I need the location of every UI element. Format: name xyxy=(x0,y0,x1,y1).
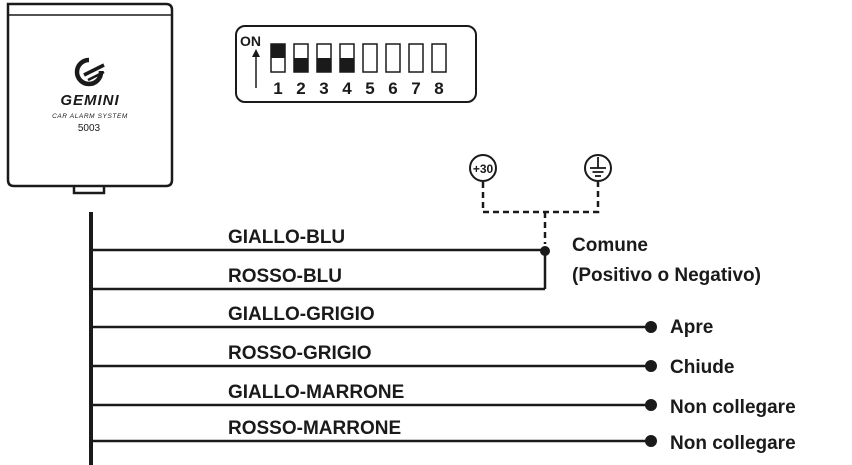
wire-5: GIALLO-MARRONE xyxy=(91,382,657,411)
dip-switch-number: 1 xyxy=(273,79,282,98)
wire-color-label: ROSSO-GRIGIO xyxy=(228,343,372,364)
wire-1: GIALLO-BLU xyxy=(91,227,545,252)
dip-switch-slot xyxy=(408,43,424,73)
dip-switch-number: 4 xyxy=(342,79,352,98)
dip-switch-1[interactable]: 1 xyxy=(270,43,286,98)
gemini-logo-icon xyxy=(74,55,107,87)
brand-tagline: CAR ALARM SYSTEM xyxy=(52,113,128,120)
wire-2: ROSSO-BLU xyxy=(91,266,545,291)
positive-terminal-label: +30 xyxy=(473,162,494,176)
dip-switch-2[interactable]: 2 xyxy=(293,43,309,98)
dip-on-arrow-icon xyxy=(252,49,260,88)
module-connector xyxy=(72,186,106,195)
positive-terminal: +30 xyxy=(469,154,497,182)
dip-on-label: ON xyxy=(240,33,261,49)
brand-name: GEMINI xyxy=(60,92,119,109)
dip-switch-3[interactable]: 3 xyxy=(316,43,332,98)
dip-switch-number: 8 xyxy=(434,79,443,98)
dip-switch-slot xyxy=(385,43,401,73)
dip-switch-number: 7 xyxy=(411,79,420,98)
common-label-line1: Comune xyxy=(572,235,648,256)
ground-terminal xyxy=(584,154,612,182)
wire-terminal-dot xyxy=(645,399,657,411)
dip-switch-number: 2 xyxy=(296,79,305,98)
wire-4: ROSSO-GRIGIO xyxy=(91,343,657,372)
wire-3: GIALLO-GRIGIO xyxy=(91,304,657,333)
wire-terminal-dot xyxy=(645,360,657,372)
wire-color-label: ROSSO-MARRONE xyxy=(228,418,401,439)
not-connected-label-2: Non collegare xyxy=(670,433,796,454)
wire-6: ROSSO-MARRONE xyxy=(91,418,657,447)
dip-switch-knob xyxy=(340,58,354,72)
dip-switch-knob xyxy=(317,58,331,72)
dip-switch-number: 3 xyxy=(319,79,328,98)
dip-switch-number: 6 xyxy=(388,79,397,98)
common-selector-link xyxy=(481,182,600,244)
dip-switch-6[interactable]: 6 xyxy=(385,43,401,98)
alarm-module: GEMINI CAR ALARM SYSTEM 5003 xyxy=(6,2,174,195)
dip-switch-number: 5 xyxy=(365,79,374,98)
dip-switch-slot xyxy=(362,43,378,73)
wire-color-label: ROSSO-BLU xyxy=(228,266,342,287)
common-label-line2: (Positivo o Negativo) xyxy=(572,265,761,286)
common-junction xyxy=(540,246,550,289)
wire-color-label: GIALLO-GRIGIO xyxy=(228,304,375,325)
wire-color-label: GIALLO-BLU xyxy=(228,227,345,248)
model-number: 5003 xyxy=(78,123,101,134)
open-output-label: Apre xyxy=(670,317,713,338)
dip-switch-slot xyxy=(431,43,447,73)
close-output-label: Chiude xyxy=(670,357,734,378)
dip-switch-5[interactable]: 5 xyxy=(362,43,378,98)
dip-switch-8[interactable]: 8 xyxy=(431,43,447,98)
not-connected-label-1: Non collegare xyxy=(670,397,796,418)
wire-terminal-dot xyxy=(645,435,657,447)
dip-switch-7[interactable]: 7 xyxy=(408,43,424,98)
wire-terminal-dot xyxy=(645,321,657,333)
wire-color-label: GIALLO-MARRONE xyxy=(228,382,404,403)
ground-icon xyxy=(590,157,606,177)
dip-switch-knob xyxy=(294,58,308,72)
dip-switch-4[interactable]: 4 xyxy=(339,43,355,98)
dip-switch-knob xyxy=(271,44,285,58)
